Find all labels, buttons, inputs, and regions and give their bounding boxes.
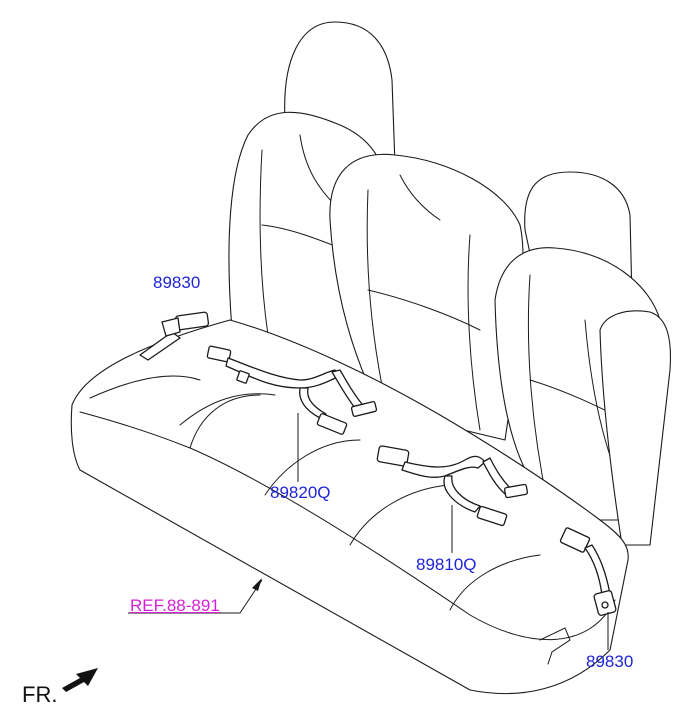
right-side-bolster xyxy=(599,310,671,546)
label-front: FR. xyxy=(22,682,58,707)
front-arrow-icon xyxy=(62,668,98,692)
left-outboard-buckle xyxy=(139,311,210,361)
center-belt-89820q xyxy=(206,345,378,435)
ref-arrowhead xyxy=(252,578,262,591)
seat-bracket xyxy=(539,627,571,665)
label-89830-right: 89830 xyxy=(586,652,634,671)
label-89810q: 89810Q xyxy=(416,555,477,574)
label-89830-left: 89830 xyxy=(153,273,201,292)
label-89820q: 89820Q xyxy=(270,483,331,502)
center-backrest xyxy=(329,153,524,441)
label-ref[interactable]: REF.88-891 xyxy=(130,596,220,615)
right-belt-89810q xyxy=(376,445,529,527)
right-outboard-buckle xyxy=(559,527,617,616)
leader-ref xyxy=(128,579,263,614)
